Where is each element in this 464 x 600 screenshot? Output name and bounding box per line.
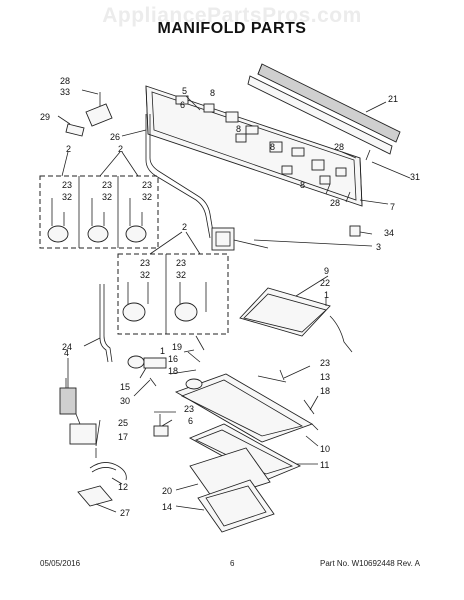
manifold-valves [175,95,347,185]
footer-page-number: 6 [230,559,235,568]
callout-15: 15 [120,382,130,392]
callout-6: 6 [180,100,185,110]
callout-23: 23 [62,180,72,190]
callout-28: 28 [60,76,70,86]
manifold-pipe [247,63,401,155]
callout-23: 23 [142,180,152,190]
callout-14: 14 [162,502,172,512]
callout-23: 23 [184,404,194,414]
manifold-screws [325,149,371,203]
callout-9: 9 [324,266,329,276]
callout-31: 31 [410,172,420,182]
regulator-4 [59,378,97,445]
callout-13: 13 [320,372,330,382]
footer-date: 05/05/2016 [40,559,81,568]
callout-18: 18 [320,386,330,396]
bracket-assembly [65,92,215,239]
callout-2: 2 [66,144,71,154]
footer-part-number: Part No. W10692448 Rev. A [320,559,420,568]
callout-7: 7 [390,202,395,212]
callout-24: 24 [62,342,72,352]
callout-19: 19 [172,342,182,352]
callout-25: 25 [118,418,128,428]
igniter-assembly [127,335,205,387]
callout-21: 21 [388,94,398,104]
callouts: 28 33 29 26 2 2 23 32 23 32 23 32 5 6 8 … [40,76,420,518]
burner-valve-group-middle [117,253,229,335]
callout-32: 32 [142,192,152,202]
callout-32: 32 [176,270,186,280]
heat-shield [239,287,353,353]
callout-22: 22 [320,278,330,288]
callout-27: 27 [120,508,130,518]
callout-33: 33 [60,87,70,97]
manifold-panel [145,85,363,207]
callout-30: 30 [120,396,130,406]
part-34-clip [349,225,361,237]
part-27-bracket [77,485,113,507]
callout-10: 10 [320,444,330,454]
burner-valve-group-top [39,175,159,249]
electrodes [257,369,315,415]
callout-32: 32 [62,192,72,202]
callout-23: 23 [140,258,150,268]
callout-1: 1 [160,346,165,356]
igniter-6 [153,414,169,437]
callout-16: 16 [168,354,178,364]
callout-26: 26 [110,132,120,142]
callout-32: 32 [140,270,150,280]
callout-23: 23 [102,180,112,190]
callout-8: 8 [300,180,305,190]
main-burner-tube [174,373,319,443]
callout-20: 20 [162,486,172,496]
callout-29: 29 [40,112,50,122]
bottom-shields [189,447,275,533]
callout-32: 32 [102,192,112,202]
callout-28: 28 [334,142,344,152]
callout-11: 11 [320,460,329,470]
callout-23: 23 [176,258,186,268]
watermark: AppliancePartsPros.com [102,4,362,27]
callout-34: 34 [384,228,394,238]
callout-8: 8 [270,142,275,152]
callout-8: 8 [236,124,241,134]
small-parts-17-12 [89,448,127,481]
callout-17: 17 [118,432,128,442]
callout-2: 2 [118,144,123,154]
callout-5: 5 [182,86,187,96]
callout-3: 3 [376,242,381,252]
callout-23: 23 [320,358,330,368]
callout-4: 4 [64,348,69,358]
page-title: MANIFOLD PARTS [157,20,307,37]
callout-12: 12 [118,482,128,492]
callout-6: 6 [188,416,193,426]
callout-18: 18 [168,366,178,376]
callout-1: 1 [324,290,329,300]
valve-3 [211,227,269,251]
leader-lines [57,89,411,513]
callout-2: 2 [182,222,187,232]
callout-28: 28 [330,198,340,208]
callout-8: 8 [210,88,215,98]
